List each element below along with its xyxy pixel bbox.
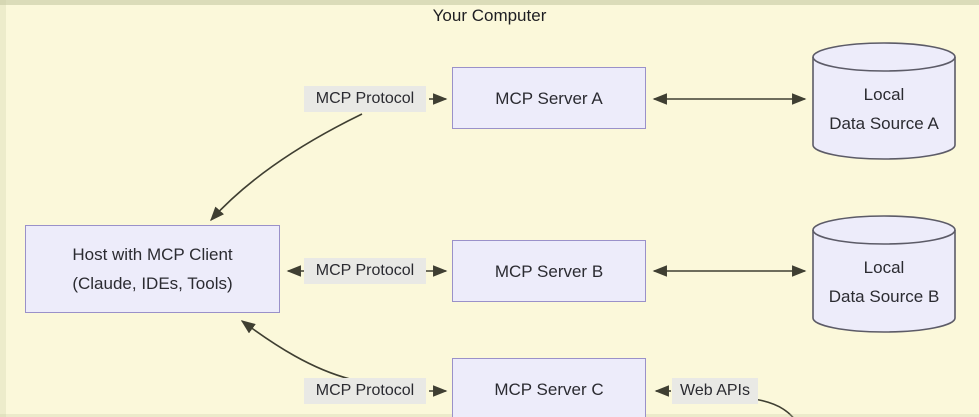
edge-label-mcp-protocol-c: MCP Protocol xyxy=(304,378,426,404)
left-edge-strip xyxy=(0,0,6,417)
edge-label-mcp-protocol-b: MCP Protocol xyxy=(304,258,426,284)
connector-web-apis-to-remote xyxy=(753,398,794,417)
connector-protocol-c-to-host xyxy=(240,320,351,380)
node-mcp-server-b: MCP Server B xyxy=(452,240,646,302)
server-c-label: MCP Server C xyxy=(494,379,604,399)
database-cylinder-icon xyxy=(812,215,956,333)
node-host: Host with MCP Client (Claude, IDEs, Tool… xyxy=(25,225,280,313)
host-label-line1: Host with MCP Client xyxy=(72,245,233,264)
data-source-a-label: Local Data Source A xyxy=(812,80,956,138)
data-source-b-line2: Data Source B xyxy=(828,287,940,306)
node-local-data-source-a: Local Data Source A xyxy=(812,42,956,160)
database-cylinder-icon xyxy=(812,42,956,160)
node-mcp-server-c: MCP Server C xyxy=(452,358,646,417)
data-source-b-line1: Local xyxy=(863,258,905,277)
data-source-b-label: Local Data Source B xyxy=(812,253,956,311)
host-label-line2: (Claude, IDEs, Tools) xyxy=(72,274,233,293)
node-mcp-server-a: MCP Server A xyxy=(452,67,646,129)
server-a-label: MCP Server A xyxy=(495,88,603,108)
server-b-label: MCP Server B xyxy=(494,261,604,281)
node-local-data-source-b: Local Data Source B xyxy=(812,215,956,333)
data-source-a-line2: Data Source A xyxy=(829,114,939,133)
data-source-a-line1: Local xyxy=(863,85,905,104)
edge-label-mcp-protocol-a: MCP Protocol xyxy=(304,86,426,112)
connector-protocol-a-to-host xyxy=(210,113,363,222)
top-edge-strip xyxy=(0,0,979,5)
diagram-title: Your Computer xyxy=(432,6,547,25)
edge-label-web-apis: Web APIs xyxy=(672,378,758,404)
